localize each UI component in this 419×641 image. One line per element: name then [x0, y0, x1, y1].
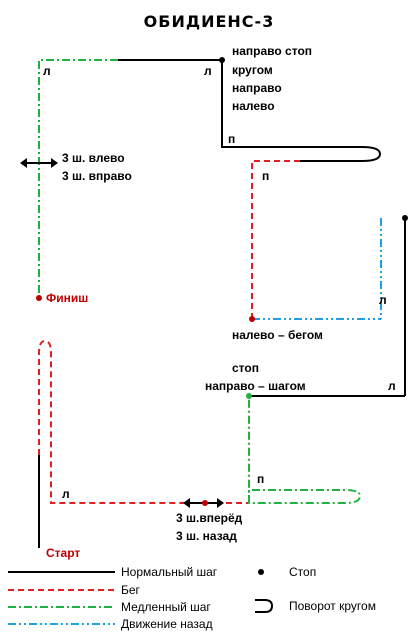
stop-dot-top	[219, 57, 225, 63]
legend-back-label: Движение назад	[121, 617, 213, 631]
label-right-walk: направо – шагом	[205, 379, 306, 393]
legend-slow-label: Медленный шаг	[121, 600, 211, 614]
stop-dot-run	[202, 500, 208, 506]
label-finish: Финиш	[46, 291, 88, 305]
stop-dot-right	[402, 215, 408, 221]
legend-run-label: Бег	[121, 583, 141, 597]
legend-about-turn-icon	[255, 599, 274, 613]
label-right: направо	[232, 81, 282, 95]
marker-l-top: л	[204, 64, 212, 78]
marker-p-middle: п	[262, 169, 269, 183]
finish-dot	[36, 295, 42, 301]
label-start: Старт	[46, 546, 80, 560]
marker-p-top: п	[228, 132, 235, 146]
stop-dot-slow	[246, 393, 252, 399]
label-stop: стоп	[232, 361, 259, 375]
marker-p-bottom: п	[257, 472, 264, 486]
steps-right-arrowhead	[51, 158, 58, 168]
label-left: налево	[232, 99, 275, 113]
turn-dot-back	[249, 316, 255, 322]
label-around: кругом	[232, 63, 273, 77]
steps-back-arrowhead	[183, 498, 190, 508]
path-run-middle	[251, 160, 300, 319]
path-slow-loop	[248, 396, 362, 504]
label-steps-forward: 3 ш.вперёд	[176, 511, 243, 525]
marker-l-bottom-left: л	[62, 487, 70, 501]
steps-left-arrowhead	[20, 158, 27, 168]
label-steps-right: 3 ш. вправо	[62, 169, 132, 183]
marker-l-top-left: л	[43, 64, 51, 78]
legend-stop-icon	[258, 569, 264, 575]
diagram-title: ОБИДИЕНС-3	[144, 12, 275, 31]
label-steps-left: 3 ш. влево	[62, 151, 125, 165]
legend-about-turn-label: Поворот кругом	[289, 599, 376, 613]
label-right-stop: направо стоп	[232, 44, 312, 58]
label-left-run: налево – бегом	[232, 328, 323, 342]
legend-stop-label: Стоп	[289, 565, 316, 579]
path-run-start	[38, 339, 183, 504]
marker-l-bottom-right: л	[388, 379, 396, 393]
legend-normal-label: Нормальный шаг	[121, 565, 218, 579]
path-normal-top	[118, 59, 382, 162]
marker-l-right: л	[379, 293, 387, 307]
steps-forward-arrowhead	[217, 498, 224, 508]
label-steps-back: 3 ш. назад	[176, 529, 237, 543]
